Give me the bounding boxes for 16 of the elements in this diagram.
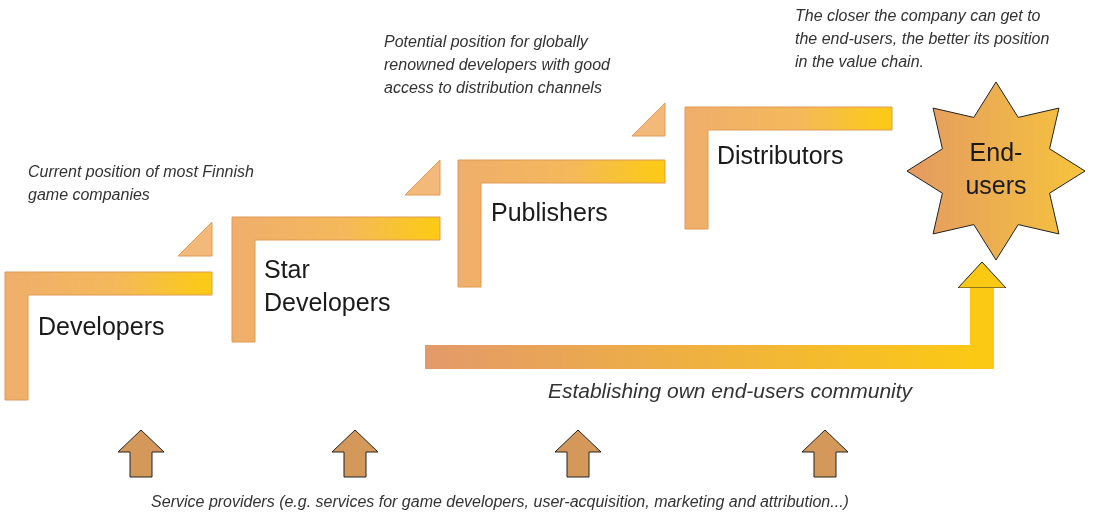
star-label: End-users [964,137,1028,201]
step-shape [458,160,665,287]
edge-label: Establishing own end-users community [546,378,914,404]
annotation-text: The closer the company can get to the end-users, the better its position in the value chain. [795,6,1051,72]
step-shape [5,272,212,400]
annotation-text: Current position of most Finnish game companies [28,162,255,205]
step-label: Star Developers [264,254,392,318]
annotation-text: Potential position for globally renowned developers with good access to distribution channels [384,32,612,98]
step-label: Developers [38,311,166,342]
step-label: Distributors [717,140,845,171]
annotation-text: Service providers (e.g. services for game developers, user-acquisition, marketing and attribution...) [150,492,850,512]
star-shape [907,80,1085,262]
step-label: Publishers [491,197,609,228]
step-shape [232,217,440,342]
block-arrow [425,261,1007,369]
step-shape [685,107,892,229]
